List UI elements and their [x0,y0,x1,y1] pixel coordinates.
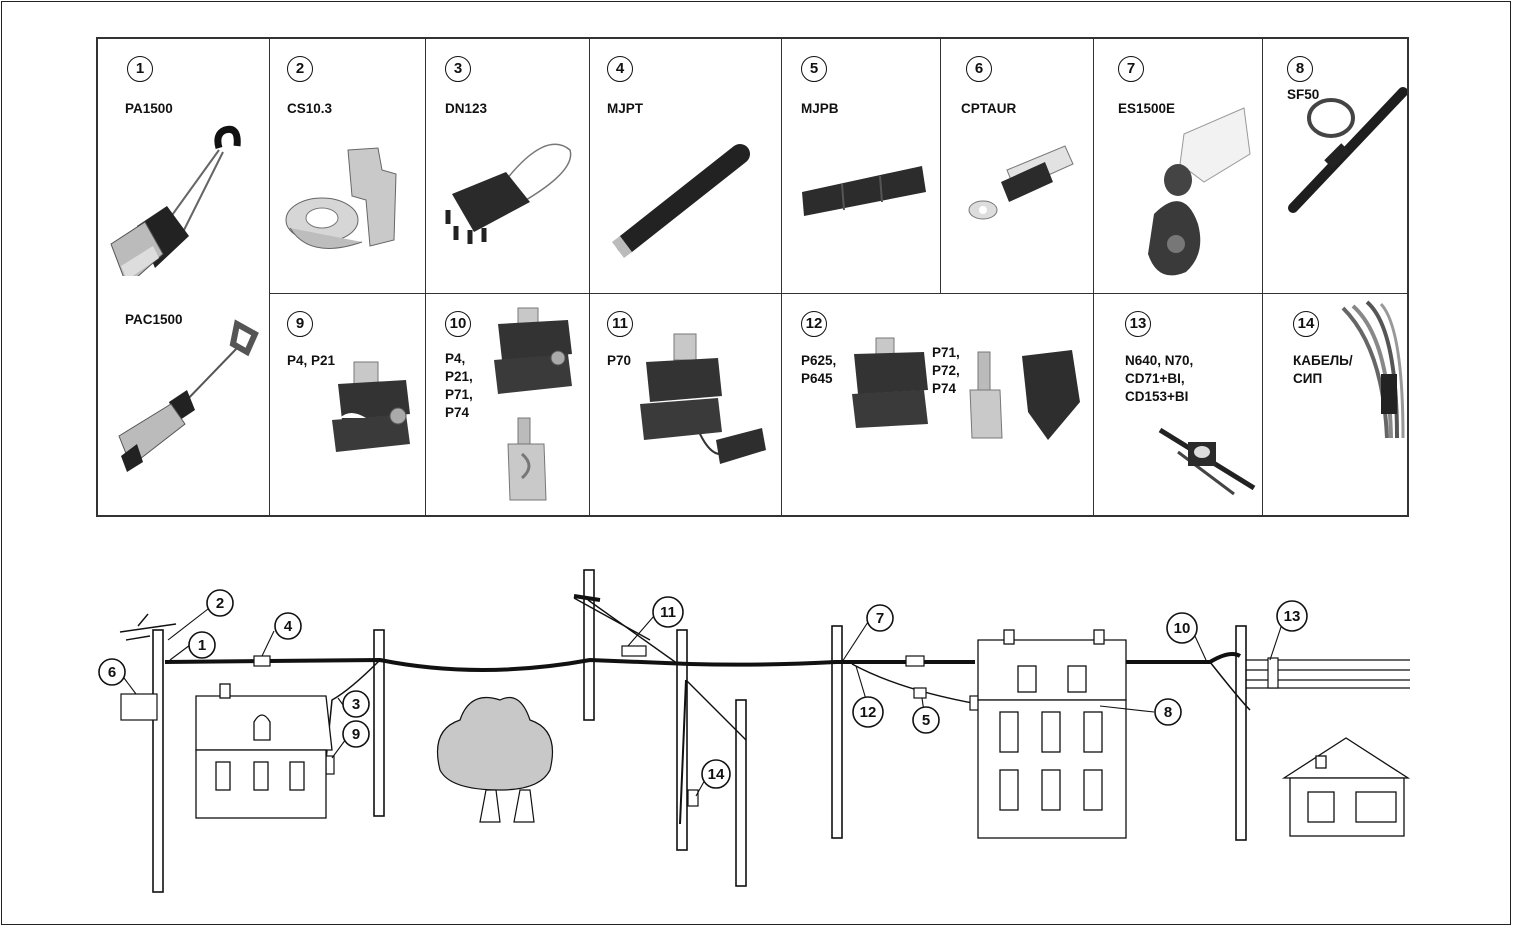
callout-6: 6 [98,658,126,686]
catalog-cell-7: 7 ES1500E [1094,38,1262,293]
item-number: 8 [1287,56,1313,82]
catalog-cell-4: 4 MJPT [590,38,781,293]
house-center [977,629,1127,839]
callout-7: 7 [866,604,894,632]
item-number: 2 [287,56,313,82]
catalog-cell-11: 11 P70 [590,294,781,515]
piercing-connector-icon [332,361,410,452]
catalog-cell-14: 14 КАБЕЛЬ/ СИП [1263,294,1407,515]
catalog-cell-6: 6 CPTAUR [941,38,1093,293]
callout-12: 12 [852,696,884,728]
svg-text:5: 5 [922,712,930,729]
item-label: DN123 [445,101,488,116]
catalog-cell-8: 8 SF50 [1263,38,1407,293]
item-label: P70 [607,353,632,368]
svg-text:10: 10 [1174,620,1191,637]
catalog-cell-2: 2 CS10.3 [270,38,425,293]
svg-text:4: 4 [284,618,293,635]
callout-2: 2 [206,589,234,617]
strap-clamp-icon [1288,87,1407,213]
item-label: P4, P21 [287,353,336,368]
svg-text:13: 13 [1284,608,1301,625]
item-label: MJPB [801,101,839,116]
item-label: КАБЕЛЬ/ СИП [1293,353,1353,386]
piercing-connector-cap-icon [640,333,766,464]
svg-text:1: 1 [198,637,206,654]
splice-connector-icon [802,166,926,216]
catalog-cell-10: 10 P4, P21, P71, P74 [426,294,589,515]
piercing-connector-pair-icon [494,307,572,501]
item-number: 14 [1293,311,1319,337]
branch-connector-icon [1158,427,1256,496]
item-number: 12 [801,311,827,337]
item-label: P4, P21, P71, P74 [445,351,473,420]
item-label: PA1500 [125,101,173,116]
item-label: PAC1500 [125,312,183,327]
suspension-clamp-icon [1148,107,1251,276]
anchor-clamp-icon [110,125,241,276]
product-catalog-table: 1 PA1500 PAC1500 2 CS10.3 [96,37,1409,517]
callout-4: 4 [274,612,302,640]
item-number: 4 [607,56,633,82]
catalog-cell-9: 9 P4, P21 [270,294,425,515]
item-label: MJPT [607,101,644,116]
svg-text:14: 14 [708,766,725,783]
callout-10: 10 [1166,612,1198,644]
hook-bracket-icon [285,147,397,249]
item-label: CPTAUR [961,101,1017,116]
svg-text:12: 12 [860,704,877,721]
item-number: 5 [801,56,827,82]
callout-9: 9 [342,720,370,748]
svg-text:9: 9 [352,726,360,743]
sleeve-icon [612,144,750,258]
item-number: 9 [287,311,313,337]
callout-14: 14 [701,759,731,789]
svg-text:2: 2 [216,595,224,612]
catalog-cell-1: 1 PA1500 PAC1500 [97,38,269,515]
catalog-cell-12: 12 P625, P645 P71, P72, P74 [782,294,1093,515]
tension-clamp-icon [445,143,572,244]
callout-1: 1 [188,631,216,659]
anchor-clamp-ring-icon [118,319,259,472]
svg-text:6: 6 [108,664,116,681]
svg-text:7: 7 [876,610,884,627]
callout-13: 13 [1276,600,1308,632]
cable-lug-icon [968,145,1074,220]
item-label: P625, P645 [801,353,837,386]
house-right [1281,737,1411,837]
item-label-secondary: P71, P72, P74 [932,345,960,396]
catalog-cell-13: 13 N640, N70, CD71+BI, CD153+BI [1094,294,1262,515]
callout-5: 5 [912,706,940,734]
callout-11: 11 [652,596,684,628]
item-label: SF50 [1287,87,1320,102]
pole-crossarms [119,597,747,741]
poles [152,569,1247,893]
svg-text:3: 3 [352,696,360,713]
item-number: 6 [966,56,992,82]
item-number: 3 [445,56,471,82]
item-number: 11 [607,311,633,337]
item-number: 13 [1125,311,1151,337]
cable-bundle-icon [1341,300,1405,438]
overhead-line-scene: 1 2 3 4 5 6 7 8 9 10 11 12 13 14 [98,569,1411,893]
item-number: 7 [1118,56,1144,82]
callout-8: 8 [1154,698,1182,726]
item-number: 1 [127,56,153,82]
piercing-connector-set-icon [852,337,1080,440]
catalog-cell-5: 5 MJPB [782,38,940,293]
item-label: ES1500E [1118,101,1176,116]
item-label: N640, N70, CD71+BI, CD153+BI [1125,353,1194,404]
trees [436,696,554,823]
item-number: 10 [445,311,471,337]
callout-3: 3 [342,690,370,718]
svg-text:8: 8 [1164,704,1172,721]
catalog-cell-3: 3 DN123 [426,38,589,293]
item-label: CS10.3 [287,101,333,116]
svg-text:11: 11 [660,604,676,621]
house-left [195,683,333,819]
